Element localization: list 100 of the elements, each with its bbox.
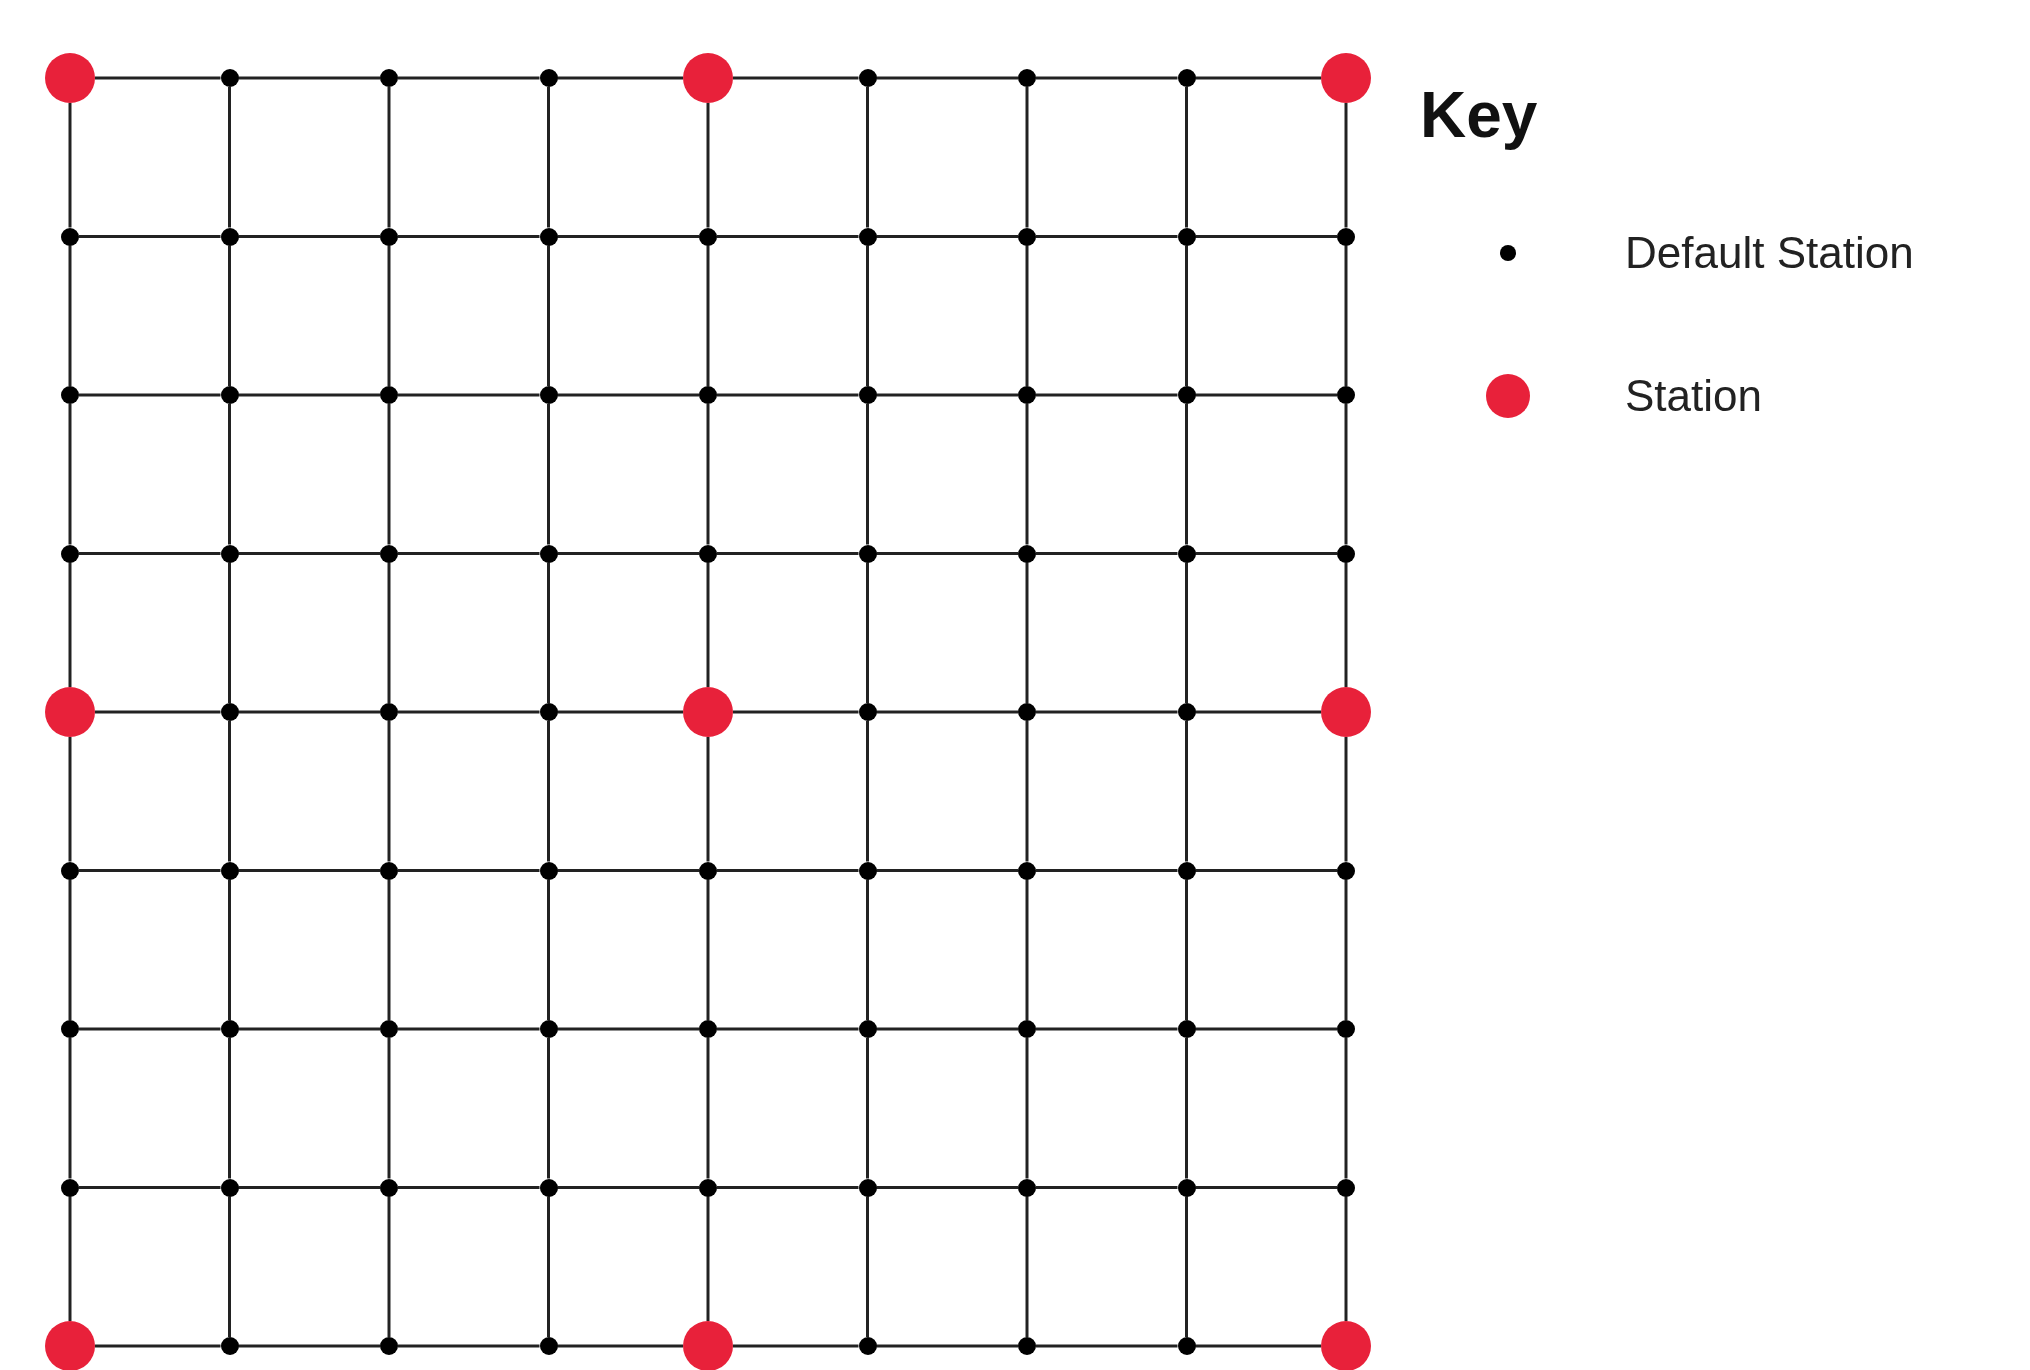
station-dot bbox=[858, 227, 877, 246]
track-line bbox=[547, 879, 550, 1020]
track-line bbox=[95, 1344, 221, 1348]
track-line bbox=[1195, 869, 1337, 872]
station-dot bbox=[380, 544, 398, 563]
track-line bbox=[238, 76, 380, 80]
track-line bbox=[876, 393, 1018, 397]
station-dot bbox=[539, 861, 558, 880]
track-line bbox=[1036, 1186, 1178, 1189]
track-line bbox=[387, 87, 391, 228]
track-line bbox=[1025, 879, 1029, 1020]
track-line bbox=[706, 103, 710, 228]
station-dot bbox=[1018, 703, 1036, 721]
station-dot bbox=[220, 703, 239, 721]
track-line bbox=[68, 1196, 72, 1321]
track-line bbox=[387, 1196, 391, 1337]
station-dot bbox=[699, 227, 717, 246]
station-dot bbox=[1337, 544, 1355, 563]
large-station-dot bbox=[683, 1321, 733, 1370]
track-line bbox=[387, 245, 391, 386]
track-line bbox=[79, 1027, 221, 1031]
track-line bbox=[398, 710, 540, 714]
track-line bbox=[238, 869, 380, 872]
track-line bbox=[866, 1038, 869, 1179]
track-line bbox=[557, 1027, 699, 1031]
track-line bbox=[1185, 1038, 1188, 1179]
station-dot bbox=[61, 1178, 79, 1197]
station-dot bbox=[61, 544, 79, 563]
track-line bbox=[547, 404, 550, 545]
station-dot bbox=[380, 1178, 398, 1197]
track-line bbox=[557, 76, 683, 80]
station-dot bbox=[220, 1178, 239, 1197]
track-line bbox=[733, 710, 859, 714]
track-line bbox=[68, 404, 72, 545]
track-line bbox=[557, 1344, 683, 1348]
station-dot bbox=[1177, 1020, 1196, 1038]
track-line bbox=[1025, 1196, 1029, 1337]
track-line bbox=[68, 103, 72, 228]
track-line bbox=[1195, 1186, 1337, 1189]
legend-label: Default Station bbox=[1625, 231, 1914, 275]
track-line bbox=[547, 245, 550, 386]
track-line bbox=[228, 879, 231, 1020]
track-line bbox=[866, 562, 869, 703]
station-dot bbox=[220, 69, 239, 87]
station-dot bbox=[1018, 1020, 1036, 1038]
large-station-dot bbox=[1321, 687, 1371, 737]
track-line bbox=[238, 710, 380, 714]
station-dot bbox=[539, 386, 558, 404]
track-line bbox=[228, 87, 231, 228]
station-dot bbox=[220, 1337, 239, 1355]
track-line bbox=[717, 1027, 859, 1031]
large-station-dot bbox=[1321, 1321, 1371, 1370]
station-dot bbox=[1177, 544, 1196, 563]
track-line bbox=[876, 1027, 1018, 1031]
track-line bbox=[1036, 869, 1178, 872]
station-dot bbox=[858, 69, 877, 87]
station-dot bbox=[220, 1020, 239, 1038]
legend-label: Station bbox=[1625, 374, 1762, 418]
station-dot bbox=[539, 1020, 558, 1038]
station-dot bbox=[220, 861, 239, 880]
track-line bbox=[1036, 710, 1178, 714]
station-dot bbox=[858, 544, 877, 563]
large-station-dot bbox=[683, 687, 733, 737]
large-station-dot bbox=[1321, 53, 1371, 103]
station-dot bbox=[380, 227, 398, 246]
track-line bbox=[706, 404, 710, 545]
track-line bbox=[1195, 235, 1337, 238]
track-line bbox=[387, 721, 391, 862]
track-line bbox=[557, 710, 683, 714]
station-dot bbox=[699, 861, 717, 880]
track-line bbox=[547, 1196, 550, 1337]
track-line bbox=[228, 1038, 231, 1179]
track-line bbox=[1344, 245, 1348, 386]
track-line bbox=[1036, 552, 1178, 555]
track-line bbox=[866, 1196, 869, 1337]
track-line bbox=[1036, 393, 1178, 397]
station-dot bbox=[699, 386, 717, 404]
station-dot bbox=[380, 861, 398, 880]
track-line bbox=[228, 562, 231, 703]
large-station-dot bbox=[45, 53, 95, 103]
track-line bbox=[95, 710, 221, 714]
station-dot bbox=[858, 1337, 877, 1355]
station-dot bbox=[539, 1178, 558, 1197]
track-line bbox=[1195, 76, 1321, 80]
station-dot bbox=[539, 544, 558, 563]
track-line bbox=[1344, 404, 1348, 545]
track-line bbox=[1185, 1196, 1188, 1337]
track-line bbox=[238, 552, 380, 555]
track-line bbox=[706, 1038, 710, 1179]
track-line bbox=[68, 1038, 72, 1179]
track-line bbox=[398, 1027, 540, 1031]
station-dot bbox=[539, 69, 558, 87]
station-dot bbox=[1018, 227, 1036, 246]
track-line bbox=[1185, 721, 1188, 862]
track-line bbox=[706, 245, 710, 386]
station-dot bbox=[858, 703, 877, 721]
track-line bbox=[557, 235, 699, 238]
track-line bbox=[1036, 1344, 1178, 1348]
track-line bbox=[717, 869, 859, 872]
track-line bbox=[68, 562, 72, 687]
